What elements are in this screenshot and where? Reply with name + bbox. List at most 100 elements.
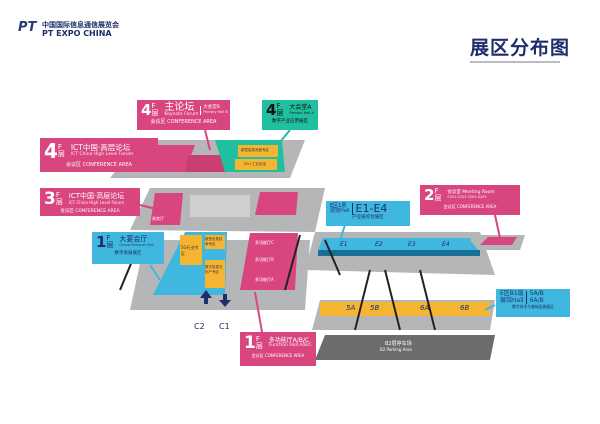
hall-6b-label: 6B: [460, 304, 470, 312]
hall-a-zone-2: [235, 159, 277, 170]
hall-6a-label: 6A: [420, 304, 430, 312]
ict-3f-rooms: [150, 193, 183, 225]
title-underline: [470, 61, 560, 63]
pointer: [149, 264, 161, 281]
pointer: [254, 291, 263, 333]
hall-e1-label: E1: [340, 241, 348, 248]
hall-5a-label: 5A: [346, 304, 356, 312]
escalator: [324, 239, 341, 276]
floor-number: 1: [244, 333, 256, 353]
e-zone: E区1层展馆Hall: [330, 202, 350, 215]
banquet-zone-label: 新型信息技术专区: [205, 237, 223, 246]
area-label: 会议区 CONFERENCE AREA: [150, 118, 217, 125]
b1-halls: [320, 302, 490, 316]
function-room-c: 多功能厅C: [255, 240, 274, 245]
area-label: 会议区 CONFERENCE AREA: [251, 352, 305, 358]
floor-number: 4: [266, 101, 277, 119]
pointer: [484, 304, 496, 311]
arrow-down-c1: [219, 294, 231, 307]
logo-cn: 中国国际信息通信展览会: [42, 21, 119, 29]
parking-label: B2层停车场: [385, 341, 412, 347]
pointer: [204, 129, 211, 151]
parking-label-en: B2 Parking Area: [380, 347, 412, 352]
area-label: 数字产业应用展区: [272, 118, 308, 124]
main-forum-room: [185, 155, 225, 172]
escalator: [354, 269, 371, 331]
meeting-room: [480, 237, 517, 245]
callout-e-1f: E区1层展馆Hall E1-E4 产业链综合展区: [326, 201, 410, 226]
entrance-c2[interactable]: C2: [194, 322, 205, 331]
entrance-c1[interactable]: C1: [219, 322, 230, 331]
hall-e3-label: E3: [408, 241, 416, 248]
page-title: 展区分布图: [470, 37, 571, 59]
banquet-zone-2: [205, 235, 225, 249]
function-room-a: 多功能厅A: [255, 277, 274, 282]
hall-a-zone-label: 新型信息消费专区: [241, 148, 269, 152]
escalator: [284, 234, 301, 291]
banquet-zone-1: [180, 235, 202, 265]
floor-number: 4: [44, 139, 58, 163]
vip-room-label: 贵宾厅: [152, 216, 164, 221]
pointer: [279, 129, 291, 143]
banquet-zone-label: 5G行业专区: [181, 245, 199, 256]
hall-e2-label: E2: [375, 241, 383, 248]
area-label: 数字发展展区: [114, 250, 142, 256]
banquet-zone-label: 数字信息文化产专区: [205, 265, 223, 274]
function-room-b: 多功能厅B: [255, 257, 274, 262]
area-label: 产业链综合展区: [352, 215, 384, 221]
hall-a-zone-label: 5G+工业应用: [244, 162, 266, 166]
escalator: [419, 269, 436, 331]
banquet-zone-3: [205, 260, 225, 288]
area-label: 会议区 CONFERENCE AREA: [443, 203, 497, 209]
floor-number: 2: [424, 186, 435, 204]
area-label: 会议区 CONFERENCE AREA: [60, 208, 120, 214]
floor-b2: [315, 335, 495, 360]
function-hall: [240, 233, 298, 290]
e-b1-zone: E区B1层展馆Hall: [500, 290, 524, 304]
e-hall-strip: [318, 250, 480, 256]
escalator: [384, 269, 401, 331]
floor-number: 4: [141, 101, 152, 119]
atrium: [190, 195, 250, 217]
pointer: [139, 204, 161, 211]
e-hall-name: E1-E4: [351, 202, 387, 216]
hall-a-zone-1: [238, 145, 278, 157]
logo-en: PT EXPO CHINA: [42, 29, 112, 38]
pt-expo-logo: PT 中国国际信息通信展览会 PT EXPO CHINA: [18, 20, 143, 40]
hall-e4-label: E4: [442, 241, 450, 248]
arrow-up-c2: [200, 290, 212, 304]
pointer: [494, 214, 501, 239]
logo-mark: PT: [18, 20, 37, 35]
floor-number: 1: [96, 233, 107, 251]
area-label: 会议区 CONFERENCE AREA: [66, 162, 132, 168]
e-hall: [318, 238, 480, 250]
pointer: [339, 224, 346, 241]
hall-5b-label: 5B: [370, 304, 380, 312]
floor-number: 3: [44, 189, 56, 209]
3f-rooms-right: [255, 192, 298, 215]
